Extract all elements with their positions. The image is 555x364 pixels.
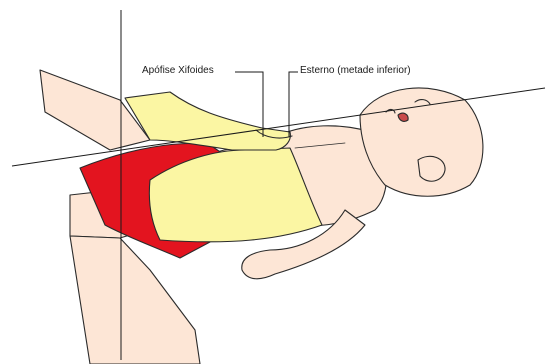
label-sternum: Esterno (metade inferior) [300, 66, 411, 76]
leader-line-sternum [289, 72, 298, 137]
infant-ear [418, 156, 445, 181]
glove-upper-hand [125, 92, 290, 150]
label-xiphoid: Apófise Xifoides [142, 66, 214, 76]
